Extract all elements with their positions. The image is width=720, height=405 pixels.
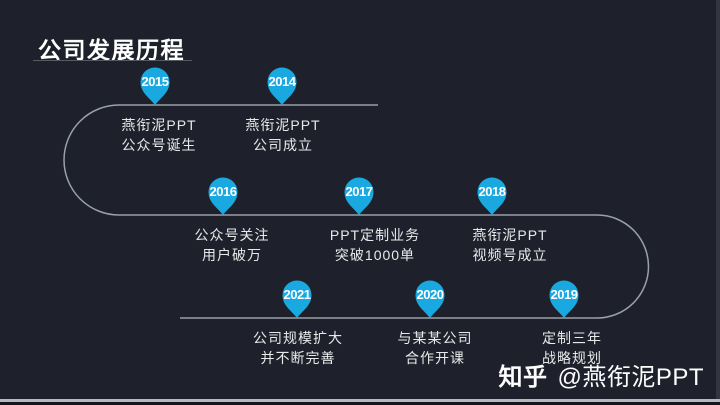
caption-line2: 公众号诞生 [121,137,197,153]
milestone-caption-2019: 定制三年战略规划 [542,328,602,368]
caption-line2: 突破1000单 [334,247,416,263]
caption-line2: 视频号成立 [472,247,548,263]
map-pin-icon [282,280,312,318]
bottom-edge-strip [0,399,720,402]
year-pin-2017: 2017 [341,177,377,217]
year-label: 2021 [283,287,311,302]
milestone-caption-2014: 燕衔泥PPT 公司成立 [245,115,320,155]
caption-line1: 燕衔泥PPT [121,117,197,133]
year-label: 2017 [345,184,373,199]
milestone-caption-2020: 与某某公司合作开课 [398,328,473,368]
watermark-handle: @燕衔泥PPT [557,364,704,391]
milestone-caption-2021: 公司规模扩大并不断完善 [253,328,343,368]
milestone-caption-2016: 公众号关注用户破万 [195,225,270,265]
map-pin-icon [344,177,374,215]
year-label: 2020 [416,287,444,302]
page-title: 公司发展历程 [38,37,185,63]
bottom-edge-dark [0,402,720,405]
map-pin-icon [267,67,297,105]
year-label: 2018 [478,184,506,199]
map-pin-icon [415,280,445,318]
caption-line1: 定制三年 [542,330,602,346]
map-pin-icon [549,280,579,318]
caption-line1: 燕衔泥PPT [245,117,321,133]
milestone-caption-2018: 燕衔泥PPT 视频号成立 [472,225,547,265]
caption-line2: 公司成立 [252,137,313,153]
year-pin-2014: 2014 [264,67,300,107]
year-pin-2015: 2015 [137,67,173,107]
year-pin-2016: 2016 [205,177,241,217]
timeline-path [63,104,650,319]
year-pin-2021: 2021 [279,280,315,320]
caption-line1: PPT定制业务 [329,227,421,243]
caption-line2: 用户破万 [202,247,262,263]
zhihu-watermark: 知乎 @燕衔泥PPT [498,357,704,392]
caption-line1: 公众号关注 [194,227,270,243]
year-pin-2019: 2019 [546,280,582,320]
year-label: 2015 [141,74,169,89]
title-underline [33,60,192,61]
map-pin-icon [208,177,238,215]
caption-line1: 与某某公司 [397,330,473,346]
map-pin-icon [477,177,507,215]
map-pin-icon [140,67,170,105]
caption-line2: 合作开课 [405,350,465,366]
year-pin-2018: 2018 [474,177,510,217]
caption-line2: 战略规划 [542,350,602,366]
year-pin-2020: 2020 [412,280,448,320]
zhihu-logo-text: 知乎 [498,364,548,391]
year-label: 2014 [268,74,296,89]
milestone-caption-2017: PPT定制业务突破1000单 [330,225,420,265]
caption-line1: 公司规模扩大 [253,330,343,346]
caption-line1: 燕衔泥PPT [472,227,548,243]
year-label: 2016 [209,184,237,199]
caption-line2: 并不断完善 [260,350,336,366]
milestone-caption-2015: 燕衔泥PPT 公众号诞生 [121,115,196,155]
right-edge-strip [716,0,720,405]
year-label: 2019 [550,287,578,302]
